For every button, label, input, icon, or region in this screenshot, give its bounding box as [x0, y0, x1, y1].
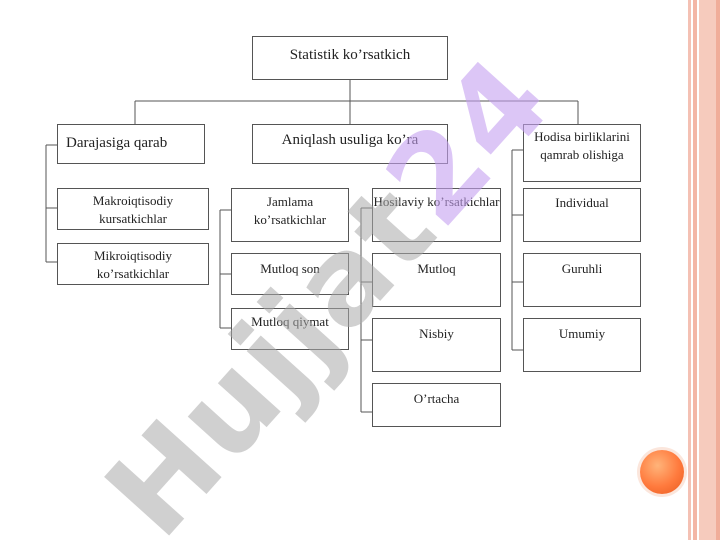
node-guruhli: Guruhli: [523, 253, 641, 307]
category-node-coverage: Hodisa birliklarini qamrab olishiga: [523, 124, 641, 182]
category-node-method: Aniqlash usuliga ko’ra: [252, 124, 448, 164]
node-jamlama: Jamlama ko’rsatkichlar: [231, 188, 349, 242]
node-mikro: Mikroiqtisodiy ko’rsatkichlar: [57, 243, 209, 285]
node-nisbiy: Nisbiy: [372, 318, 501, 372]
node-mutloq-qiymat: Mutloq qiymat: [231, 308, 349, 350]
decor-stripe: [693, 0, 697, 540]
node-individual: Individual: [523, 188, 641, 242]
node-mutloq-son: Mutloq son: [231, 253, 349, 295]
decor-stripe: [699, 0, 716, 540]
node-makro: Makroiqtisodiy kursatkichlar: [57, 188, 209, 230]
node-hosilaviy: Hosilaviy ko’rsatkichlar: [372, 188, 501, 242]
decor-orb: [640, 450, 684, 494]
root-node: Statistik ko’rsatkich: [252, 36, 448, 80]
category-node-level: Darajasiga qarab: [57, 124, 205, 164]
node-umumiy: Umumiy: [523, 318, 641, 372]
node-mutloq: Mutloq: [372, 253, 501, 307]
node-ortacha: O’rtacha: [372, 383, 501, 427]
decor-stripe: [716, 0, 720, 540]
decor-stripe: [688, 0, 691, 540]
